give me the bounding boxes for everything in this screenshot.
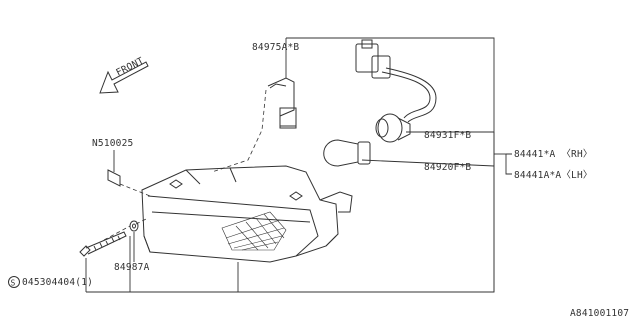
bulb-part xyxy=(323,139,495,167)
socket-label: 84931F*B xyxy=(424,130,471,141)
screw-symbol: S xyxy=(11,279,16,288)
bulb-label: 84920F*B xyxy=(424,162,471,173)
lamp-bracket xyxy=(493,132,512,292)
screw-callout: S 045304404(1) xyxy=(8,276,93,288)
clip-part xyxy=(107,150,121,187)
holder-label: 84975A*B xyxy=(252,42,299,53)
dash-guide-2 xyxy=(119,183,151,197)
clip-label: N510025 xyxy=(92,138,133,149)
lamp-lh-label: 84441A*A〈LH〉 xyxy=(514,170,593,181)
socket-part xyxy=(355,39,494,143)
front-arrow-icon xyxy=(99,61,149,94)
dash-guide-1 xyxy=(211,89,267,173)
grommet-label: 84987A xyxy=(114,262,150,273)
dash-guide-3 xyxy=(135,217,149,225)
holder-part xyxy=(267,52,297,129)
screw-symbol-icon xyxy=(8,276,20,288)
screw-code-label: 045304404(1) xyxy=(22,277,93,288)
diagram-id: A841001107 xyxy=(570,308,629,319)
grommet-part xyxy=(129,220,139,262)
lamp-rh-label: 84441*A 〈RH〉 xyxy=(514,149,593,160)
fog-lamp-housing xyxy=(141,165,353,263)
screw-part xyxy=(79,231,127,257)
lens-grid xyxy=(221,211,287,251)
front-arrow: FRONT xyxy=(99,55,149,94)
dash-guide-4 xyxy=(103,225,131,241)
